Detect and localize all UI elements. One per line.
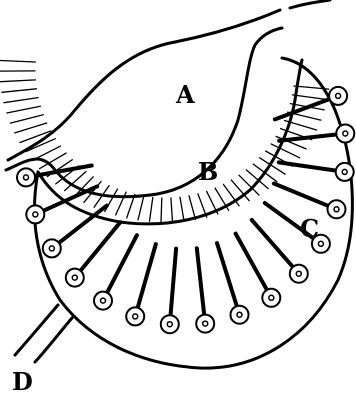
striation-line (0, 61, 35, 63)
receptor-cell (217, 243, 249, 324)
striation-line (1, 80, 36, 82)
striation-line (198, 194, 207, 217)
cell-body (94, 292, 112, 310)
striation-line (207, 191, 218, 214)
cell-stalk (217, 243, 240, 315)
receptor-cells (17, 87, 354, 333)
receptor-cell (26, 186, 97, 223)
cell-body (336, 163, 354, 181)
label-d: D (12, 367, 33, 395)
receptor-cell (279, 125, 354, 143)
cell-stalk (52, 206, 107, 249)
striation-line (293, 95, 327, 100)
cell-body (161, 315, 179, 333)
striation-line (150, 197, 153, 221)
cell-body (126, 307, 144, 325)
cell-body (290, 265, 308, 283)
cell-stalk (275, 96, 338, 120)
cell-body (17, 168, 35, 186)
striation-line (10, 115, 43, 123)
striation-line (2, 89, 37, 93)
striation-line (189, 196, 196, 220)
duct-line (15, 305, 58, 355)
cell-body (262, 289, 280, 307)
striation-line (4, 98, 38, 103)
label-b: B (198, 157, 218, 186)
striation-line (138, 196, 144, 220)
upper-membrane (8, 0, 330, 160)
cell-stalk (236, 234, 272, 298)
cell-stalk (170, 249, 176, 325)
cell-body (196, 315, 214, 333)
cell-stalk (252, 220, 299, 274)
cell-body (329, 87, 347, 105)
receptor-cell (279, 162, 354, 181)
striation-line (171, 198, 173, 222)
cell-body (336, 125, 354, 143)
cell-stalk (103, 235, 137, 300)
striation-line (180, 197, 184, 221)
cell-stalk (197, 248, 205, 323)
label-c: C (300, 214, 319, 243)
cell-stalk (274, 184, 337, 210)
label-a: A (175, 80, 195, 109)
cell-stalk (135, 244, 156, 316)
epithelium-lower-edge (38, 60, 302, 224)
receptor-cell (161, 249, 179, 334)
striation-line (15, 123, 47, 133)
cell-stalk (35, 186, 97, 214)
cell-body (328, 200, 346, 218)
receptor-cell (126, 244, 156, 325)
striation-line (161, 198, 162, 222)
receptor-cell (196, 248, 214, 332)
cell-body (231, 306, 249, 324)
cell-body (66, 269, 84, 287)
cell-body (26, 205, 44, 223)
cell-body (43, 239, 61, 257)
striation-line (7, 106, 41, 113)
cell-stalk (75, 222, 121, 277)
